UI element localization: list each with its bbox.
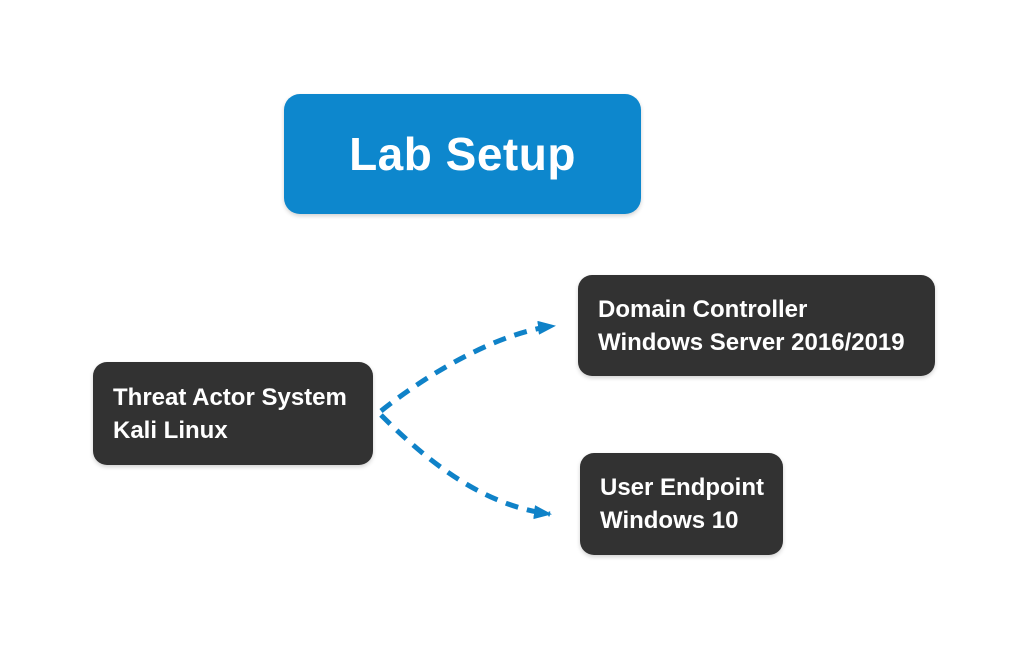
user-endpoint-name-label: User Endpoint <box>600 474 765 501</box>
threat-actor-name-label: Threat Actor System <box>113 383 347 411</box>
threat-actor-os-label: Kali Linux <box>113 416 228 444</box>
edge-threat-to-user-endpoint <box>379 413 552 520</box>
domain-controller-os-label: Windows Server 2016/2019 <box>598 328 905 356</box>
domain-controller-name-label: Domain Controller <box>598 295 808 323</box>
node-domain-controller: Domain Controller Windows Server 2016/20… <box>578 275 935 376</box>
node-threat-actor-system: Threat Actor System Kali Linux <box>93 362 373 465</box>
user-endpoint-os-label: Windows 10 <box>600 507 739 534</box>
diagram-title-label: Lab Setup <box>349 128 576 180</box>
edge-threat-to-domain-controller <box>379 320 556 413</box>
node-lab-setup-title: Lab Setup <box>284 94 641 214</box>
node-user-endpoint: User Endpoint Windows 10 <box>580 453 783 555</box>
